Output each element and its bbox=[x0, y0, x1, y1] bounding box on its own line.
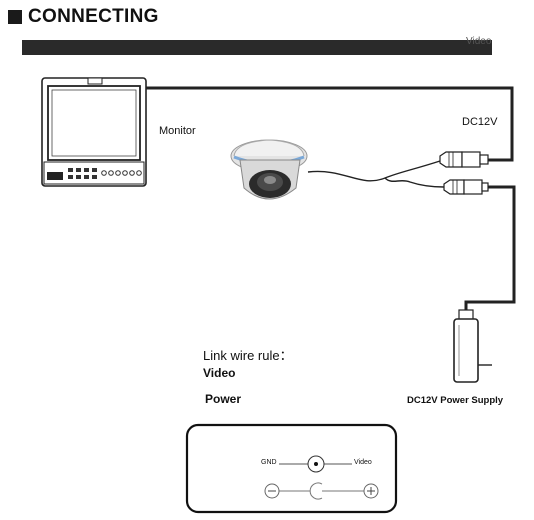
link-wire-rule-title: Link wire rule： bbox=[203, 348, 293, 363]
section-heading: CONNECTING bbox=[8, 6, 159, 28]
power-supply-icon bbox=[453, 309, 492, 383]
power-cable bbox=[464, 185, 516, 318]
rule-power: Power bbox=[205, 392, 242, 406]
monitor-icon bbox=[41, 77, 147, 187]
connector-box bbox=[185, 423, 398, 514]
monitor-label: Monitor bbox=[159, 125, 196, 137]
gnd-label: GND bbox=[261, 459, 277, 466]
dc-connector-bottom bbox=[443, 179, 489, 195]
video-pin-label: Video bbox=[354, 459, 372, 466]
page-title: CONNECTING bbox=[28, 6, 159, 27]
power-supply-label: DC12V Power Supply bbox=[407, 395, 504, 406]
rule-video: Video bbox=[203, 366, 236, 380]
header-bar bbox=[22, 40, 492, 55]
dome-camera-icon bbox=[230, 139, 308, 200]
camera-cable bbox=[307, 160, 445, 188]
monitor-cable bbox=[146, 86, 514, 162]
dc-connector-top bbox=[439, 151, 489, 168]
dc12v-label: DC12V bbox=[462, 116, 498, 128]
heading-square-icon bbox=[8, 10, 22, 24]
header-cropped-label: Video bbox=[466, 36, 492, 44]
